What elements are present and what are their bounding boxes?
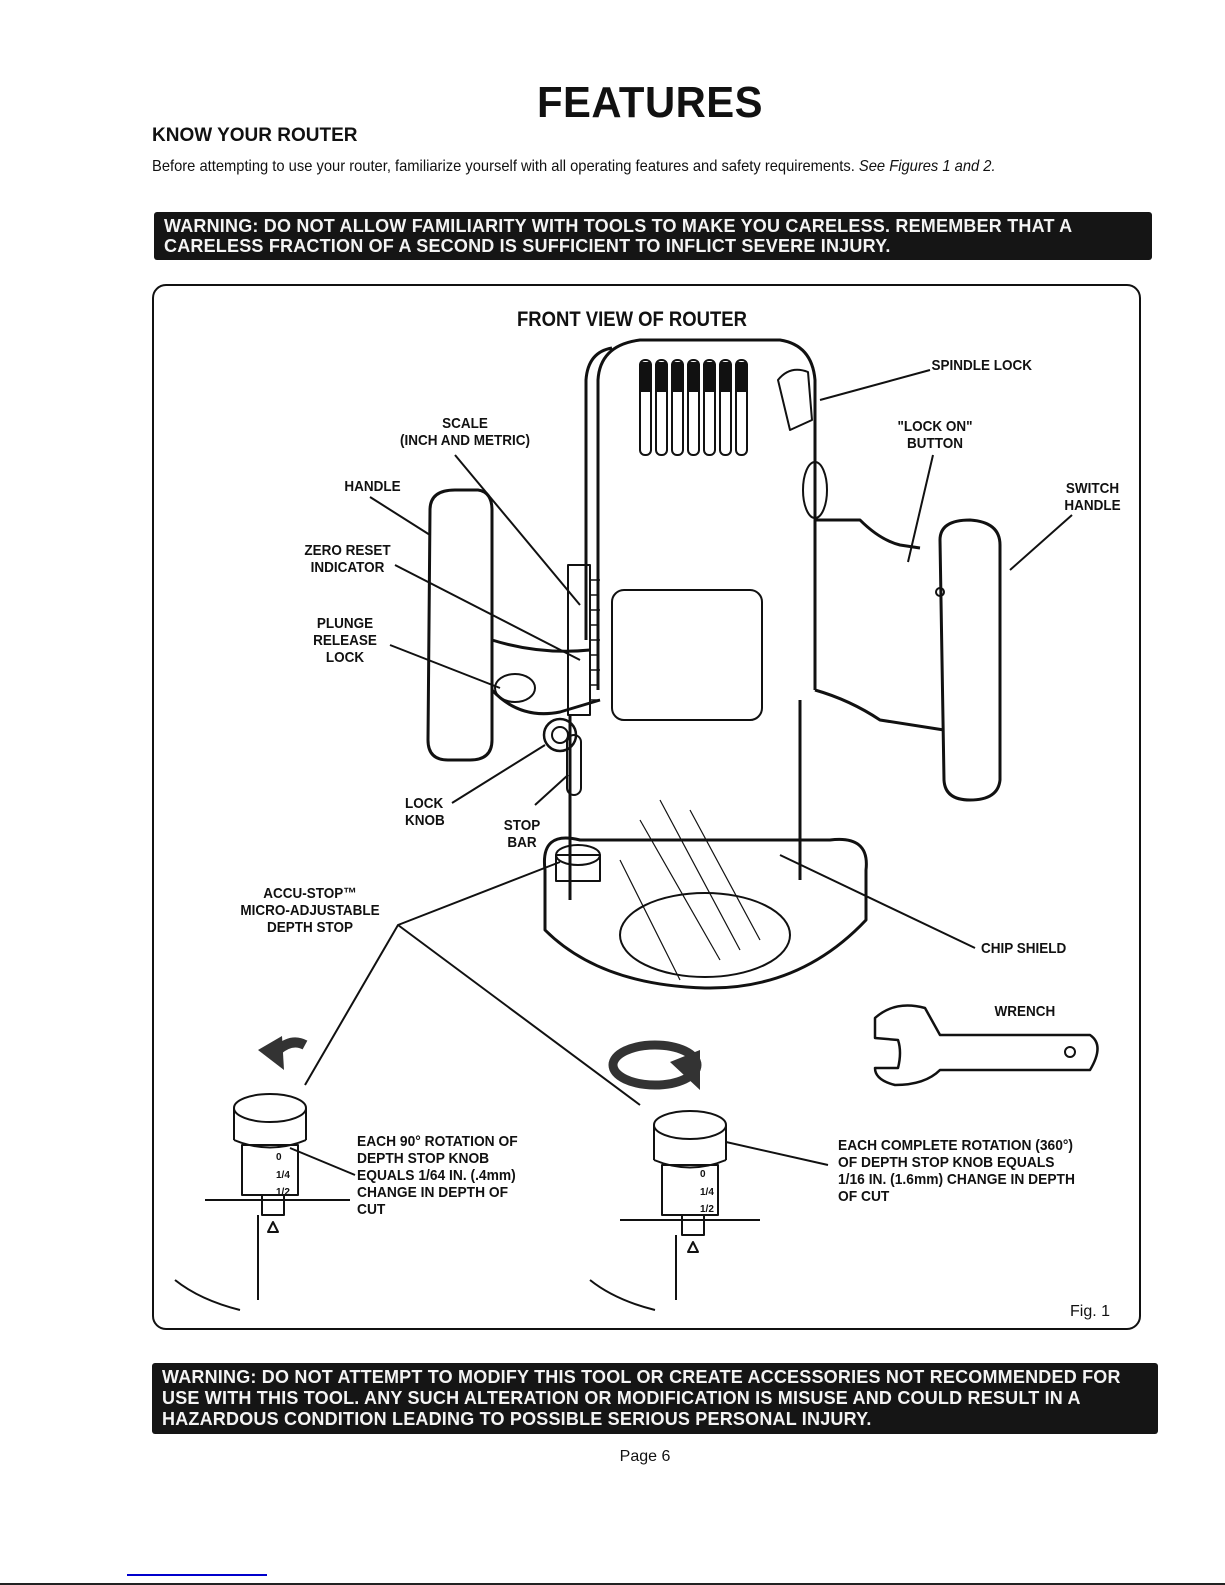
label-zero-reset-indicator: ZERO RESET INDICATOR (304, 542, 391, 576)
figure-reference: See Figures 1 and 2. (858, 158, 996, 175)
page-title: FEATURES (537, 78, 763, 127)
scale-mark-zero-right: 0 (700, 1169, 706, 1180)
footer-link-underline[interactable] (127, 1574, 267, 1576)
note-full-rotation: EACH COMPLETE ROTATION (360°) OF DEPTH S… (838, 1137, 1075, 1205)
leader-scale (454, 454, 581, 606)
label-accu-stop: ACCU-STOP™ MICRO-ADJUSTABLE DEPTH STOP (240, 885, 380, 936)
leader-plunge (389, 644, 501, 689)
leader-quarter-note (289, 1147, 356, 1176)
warning-banner-top: WARNING: DO NOT ALLOW FAMILIARITY WITH T… (154, 212, 1152, 260)
label-spindle-lock: SPINDLE LOCK (931, 357, 1033, 374)
leader-stop-bar (534, 774, 569, 806)
figure-label: Fig. 1 (1070, 1303, 1111, 1320)
label-handle: HANDLE (344, 478, 401, 495)
warning-banner-bottom: WARNING: DO NOT ATTEMPT TO MODIFY THIS T… (152, 1363, 1158, 1434)
label-chip-shield: CHIP SHIELD (981, 940, 1067, 957)
plunge-release-lock-shape (494, 673, 536, 703)
figure-frame (152, 284, 1141, 1330)
label-panel (611, 589, 763, 721)
depth-stop-detail-right (589, 1110, 760, 1311)
section-heading: KNOW YOUR ROUTER (152, 125, 358, 146)
leader-accu-stop-2 (397, 924, 641, 1106)
leader-chip-shield (779, 854, 976, 949)
leader-spindle-lock (819, 369, 931, 401)
router-base (542, 836, 868, 990)
leader-zero-reset (394, 564, 581, 661)
label-scale: SCALE (INCH AND METRIC) (400, 415, 530, 449)
note-quarter-rotation: EACH 90° ROTATION OF DEPTH STOP KNOB EQU… (357, 1133, 518, 1218)
leader-full-note (725, 1141, 829, 1166)
leader-handle (369, 496, 431, 536)
leader-switch-handle (1009, 514, 1073, 571)
page-number: Page 6 (619, 1448, 671, 1465)
label-lock-on-button: "LOCK ON" BUTTON (897, 418, 973, 452)
wrench-shape (873, 1004, 1099, 1087)
spindle-lock (777, 368, 813, 431)
lock-on-button-shape (802, 461, 828, 519)
leader-lock-on (907, 454, 934, 563)
intro-text: Before attempting to use your router, fa… (152, 158, 859, 175)
scale-mark-half-right: 1/2 (700, 1204, 714, 1215)
label-switch-handle: SWITCH HANDLE (1064, 480, 1121, 514)
scale-mark-half-left: 1/2 (276, 1187, 290, 1198)
label-plunge-release-lock: PLUNGE RELEASE LOCK (313, 615, 377, 666)
vent-slots (639, 359, 748, 456)
left-handle (426, 488, 494, 762)
leader-lock-knob (451, 744, 546, 804)
label-wrench: WRENCH (994, 1003, 1056, 1020)
scale-mark-quarter-right: 1/4 (700, 1187, 714, 1198)
footer-divider (0, 1583, 1225, 1585)
figure-title: FRONT VIEW OF ROUTER (517, 308, 747, 331)
switch-handle (938, 518, 1002, 802)
scale-mark-zero-left: 0 (276, 1152, 282, 1163)
label-stop-bar: STOP BAR (503, 817, 541, 851)
intro-paragraph: Before attempting to use your router, fa… (152, 158, 1072, 176)
label-lock-knob: LOCK KNOB (405, 795, 445, 829)
motor-housing (596, 338, 817, 690)
depth-stop-detail-left (174, 1093, 350, 1311)
scale-mark-quarter-left: 1/4 (276, 1170, 290, 1181)
